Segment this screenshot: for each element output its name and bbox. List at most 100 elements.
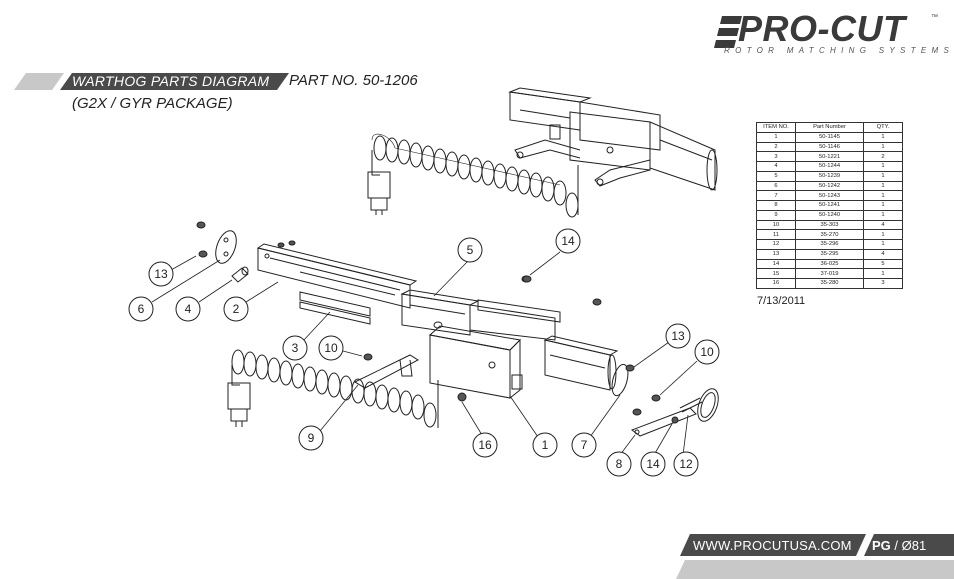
svg-text:3: 3 bbox=[292, 341, 299, 355]
qty: 1 bbox=[863, 180, 903, 192]
revision-date: 7/13/2011 bbox=[757, 295, 806, 307]
item-no: 16 bbox=[756, 278, 796, 289]
item-no: 6 bbox=[756, 180, 796, 192]
title-bar-background bbox=[14, 73, 289, 90]
part-5-center-rail bbox=[400, 275, 602, 341]
qty: 4 bbox=[863, 248, 903, 260]
qty: 1 bbox=[863, 209, 903, 221]
part-number: 50-1242 bbox=[795, 180, 864, 192]
footer-bars bbox=[676, 534, 954, 579]
callout-8: 8 bbox=[606, 451, 632, 477]
lower-coiled-cable bbox=[227, 349, 439, 428]
item-no: 13 bbox=[756, 248, 796, 260]
part-7-end-cap bbox=[611, 363, 635, 397]
page-number: Ø81 bbox=[901, 538, 927, 553]
callout-13-right: 13 bbox=[665, 323, 691, 349]
website-link[interactable]: WWW.PROCUTUSA.COM bbox=[693, 538, 852, 553]
part-2-left-rail bbox=[256, 240, 418, 309]
svg-text:5: 5 bbox=[467, 243, 474, 257]
callout-1: 1 bbox=[532, 432, 558, 458]
logo-speed-bars-icon bbox=[714, 16, 742, 48]
part-number: 50-1241 bbox=[795, 200, 864, 211]
header-item-no: ITEM NO. bbox=[756, 122, 796, 133]
logo-trademark: ™ bbox=[931, 14, 938, 21]
header-part-number: Part Number bbox=[795, 122, 864, 133]
logo-text: PRO-CUT bbox=[738, 8, 906, 49]
part-number: 35-270 bbox=[795, 229, 864, 240]
qty: 1 bbox=[863, 190, 903, 201]
logo-subtitle: ROTOR MATCHING SYSTEMS bbox=[724, 46, 954, 55]
left-end-parts bbox=[196, 221, 249, 283]
part-number: 36-025 bbox=[795, 258, 864, 270]
qty: 5 bbox=[863, 258, 903, 270]
part-number-title: PART NO. 50-1206 bbox=[289, 72, 418, 89]
callout-2: 2 bbox=[223, 296, 249, 322]
qty: 1 bbox=[863, 141, 903, 153]
page-title: WARTHOG PARTS DIAGRAM bbox=[72, 73, 270, 89]
part-number: 50-1221 bbox=[795, 151, 864, 162]
part-number: 50-1244 bbox=[795, 161, 864, 172]
qty: 1 bbox=[863, 131, 903, 143]
svg-text:1: 1 bbox=[542, 438, 549, 452]
part-number: 35-296 bbox=[795, 239, 864, 250]
callout-10-left: 10 bbox=[318, 335, 344, 361]
callout-7: 7 bbox=[571, 432, 597, 458]
item-no: 10 bbox=[756, 219, 796, 231]
qty: 1 bbox=[863, 268, 903, 279]
item-no: 4 bbox=[756, 161, 796, 172]
item-no: 12 bbox=[756, 239, 796, 250]
callout-5: 5 bbox=[457, 237, 483, 263]
callout-12: 12 bbox=[673, 451, 699, 477]
svg-text:13: 13 bbox=[671, 329, 685, 343]
part-number: 37-019 bbox=[795, 268, 864, 279]
qty: 3 bbox=[863, 278, 903, 289]
page-indicator: PG / Ø81 bbox=[872, 538, 927, 553]
item-no: 2 bbox=[756, 141, 796, 153]
parts-table-header: ITEM NO. Part Number QTY. bbox=[756, 122, 903, 133]
part-number: 50-1239 bbox=[795, 170, 864, 182]
part-number: 50-1243 bbox=[795, 190, 864, 201]
callout-13-left: 13 bbox=[148, 261, 174, 287]
svg-text:13: 13 bbox=[154, 267, 168, 281]
svg-text:4: 4 bbox=[185, 302, 192, 316]
item-no: 14 bbox=[756, 258, 796, 270]
qty: 4 bbox=[863, 219, 903, 231]
part-number: 35-303 bbox=[795, 219, 864, 231]
part-number: 50-1240 bbox=[795, 209, 864, 221]
callout-16: 16 bbox=[472, 432, 498, 458]
item-no: 7 bbox=[756, 190, 796, 201]
callout-3: 3 bbox=[282, 335, 308, 361]
item-no: 11 bbox=[756, 229, 796, 240]
item-no: 3 bbox=[756, 151, 796, 162]
callout-14-top: 14 bbox=[555, 228, 581, 254]
qty: 2 bbox=[863, 151, 903, 162]
header-qty: QTY. bbox=[863, 122, 903, 133]
leader-lines bbox=[151, 251, 698, 456]
callout-6: 6 bbox=[128, 296, 154, 322]
svg-text:10: 10 bbox=[700, 345, 714, 359]
svg-text:2: 2 bbox=[233, 302, 240, 316]
svg-text:9: 9 bbox=[308, 431, 315, 445]
svg-text:14: 14 bbox=[561, 234, 575, 248]
item-no: 1 bbox=[756, 131, 796, 143]
qty: 1 bbox=[863, 200, 903, 211]
part-9-bracket bbox=[353, 353, 420, 389]
item-no: 5 bbox=[756, 170, 796, 182]
part-number: 35-295 bbox=[795, 248, 864, 260]
part-3-liners bbox=[299, 291, 371, 325]
part-number: 50-1146 bbox=[795, 141, 864, 153]
upper-coiled-cable bbox=[367, 133, 579, 218]
